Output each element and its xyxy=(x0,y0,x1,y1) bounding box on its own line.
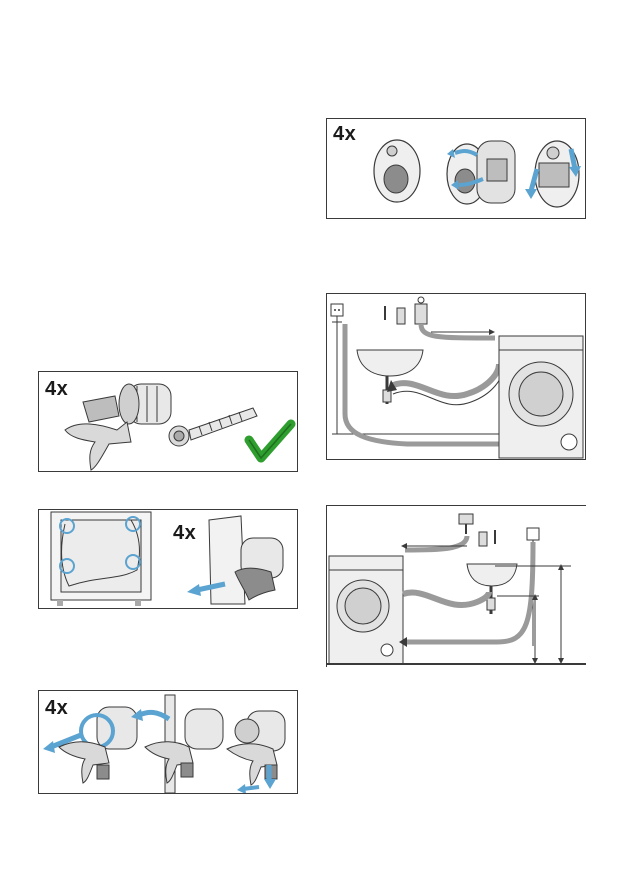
shipment-kit-illustration xyxy=(39,372,298,472)
panel-bolt-removal: 4x xyxy=(38,690,298,794)
panel-transport-plugs: 4x xyxy=(326,118,586,219)
panel-floor-installation xyxy=(326,505,586,667)
floor-installation-diagram xyxy=(327,506,586,667)
sink-drain-diagram xyxy=(327,294,586,460)
panel-shipment-kit: 4x xyxy=(38,371,298,472)
panel-sink-installation xyxy=(326,293,586,460)
check-icon xyxy=(249,424,291,458)
bolt-holder-illustration xyxy=(39,510,298,609)
bolt-removal-illustration xyxy=(39,691,298,794)
transport-plug-illustration xyxy=(327,119,586,219)
panel-bolt-holder: 4x xyxy=(38,509,298,609)
